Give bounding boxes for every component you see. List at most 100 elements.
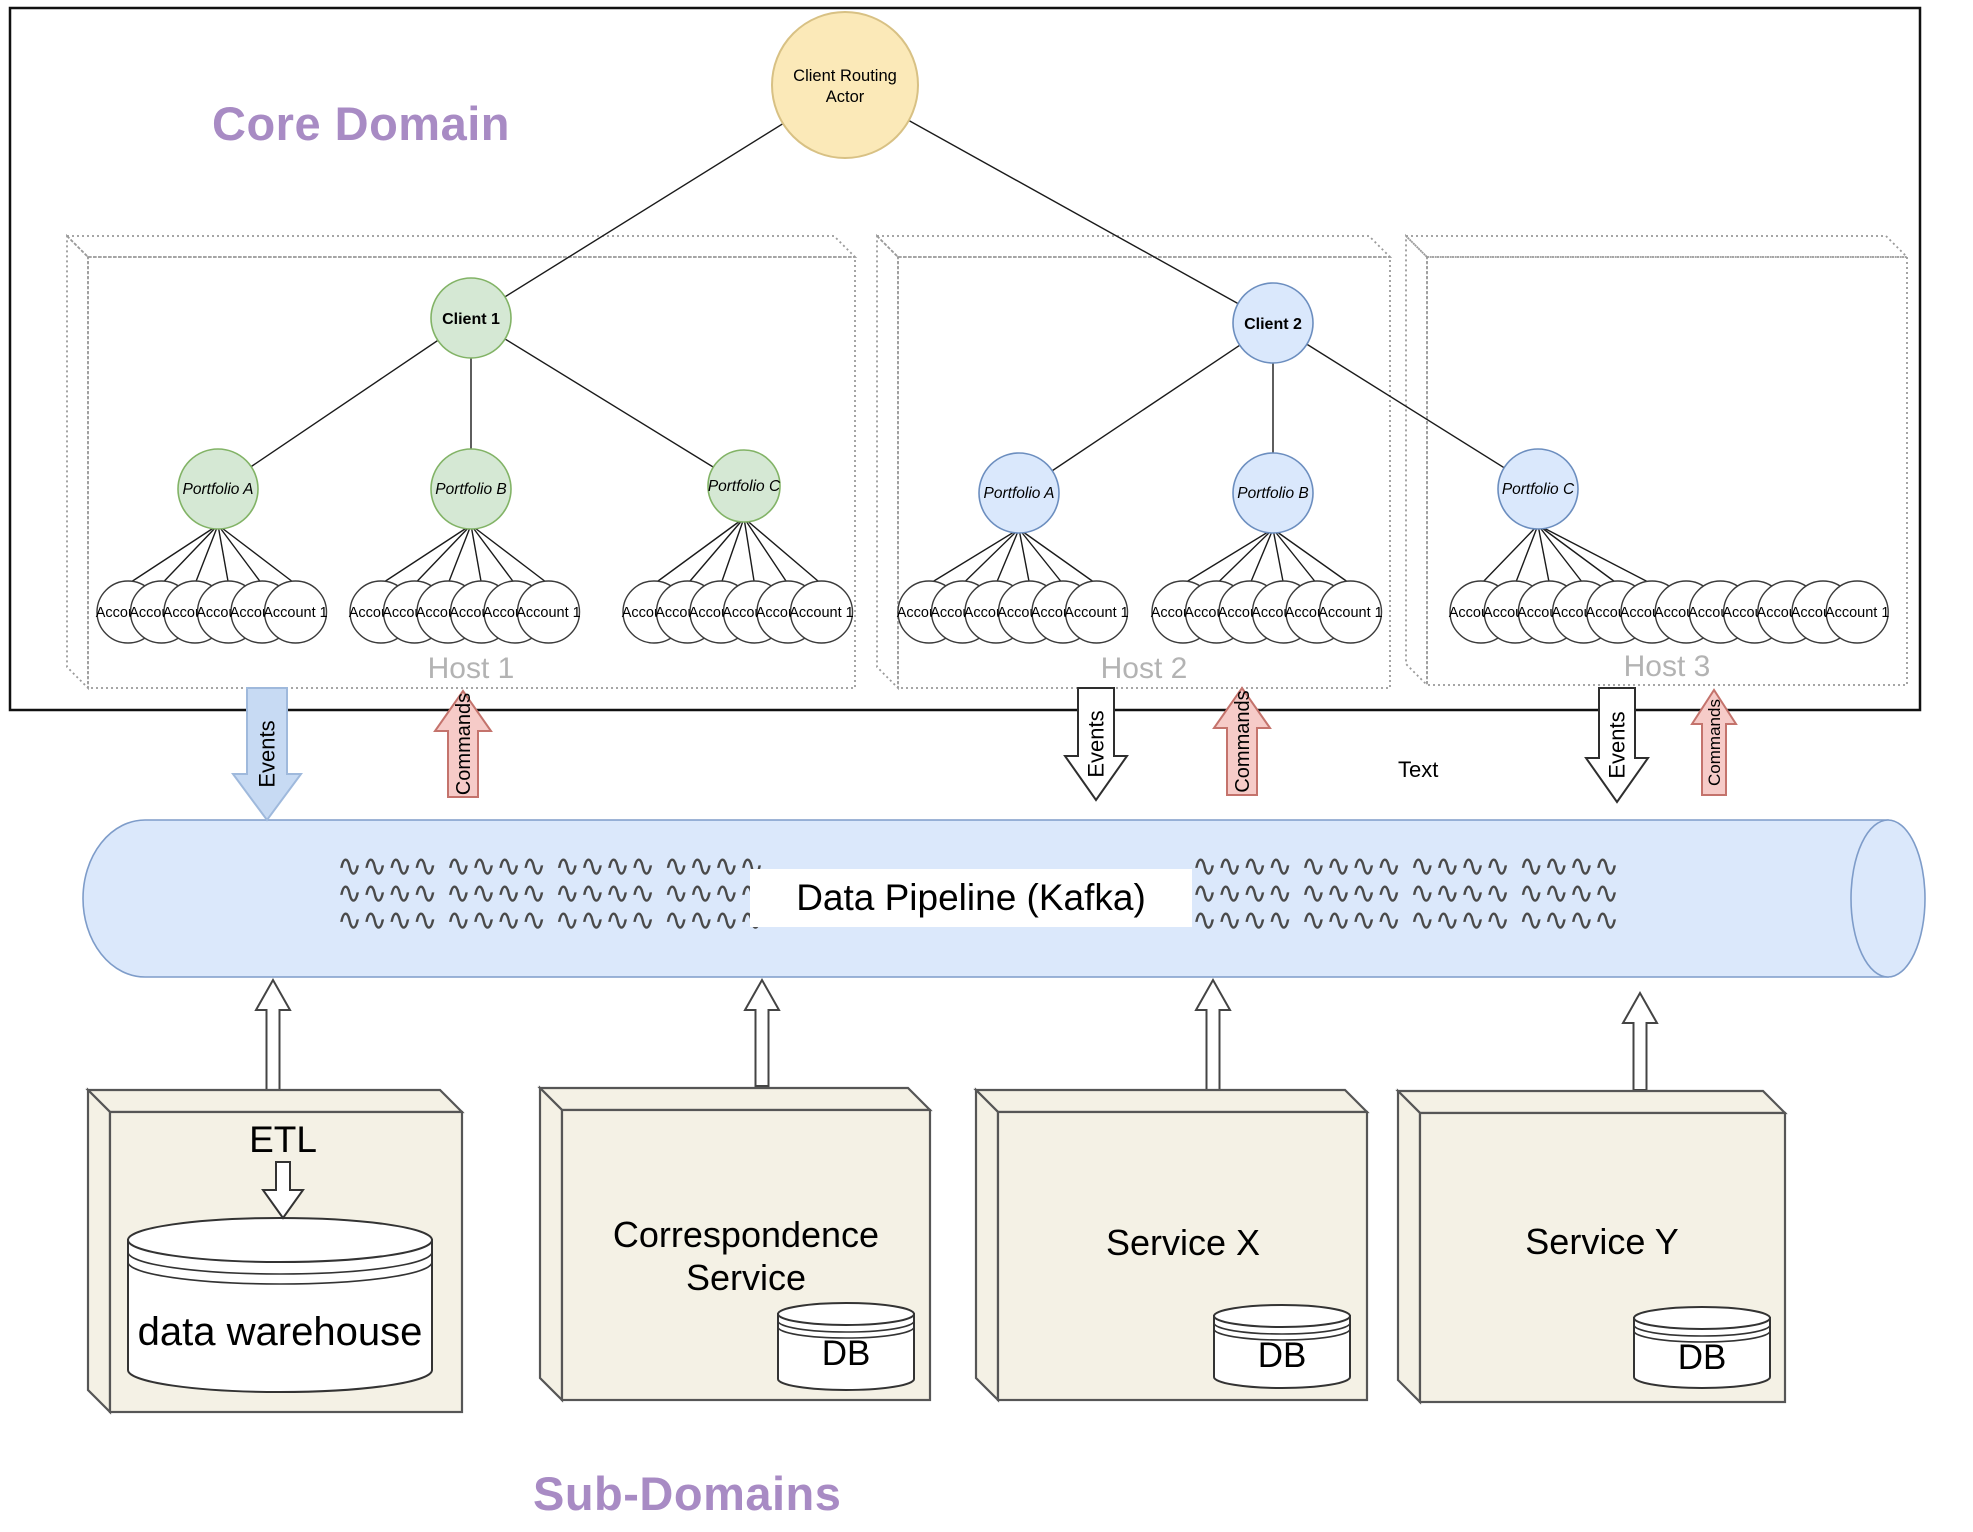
commands-arrow-host3[interactable]: Commands <box>1690 688 1738 796</box>
account-node[interactable] <box>789 580 854 644</box>
host-1-box[interactable]: Host 1 <box>64 233 858 691</box>
host-3-box[interactable]: Host 3 <box>1403 233 1910 688</box>
subdomain-box-service-y-side-face <box>1396 1088 1422 1405</box>
edge <box>470 524 549 585</box>
service-x-db-cylinder-rim <box>1213 1328 1351 1341</box>
edge <box>1537 524 1585 585</box>
edge <box>217 524 230 585</box>
subdomain-box-service-x-top-face <box>973 1088 1370 1114</box>
events-arrow-host3[interactable]: Events <box>1584 687 1650 804</box>
portfolio-node[interactable]: Portfolio B <box>1232 452 1314 534</box>
edge <box>160 524 219 585</box>
client-routing-actor-label: Actor <box>826 88 865 106</box>
commands-arrow-host1[interactable]: Commands <box>433 689 493 798</box>
edge <box>1537 524 1653 585</box>
events-arrow-host1[interactable]: Events <box>231 687 303 822</box>
events-arrow-host1-label: Events <box>255 720 280 787</box>
subdomain-to-pipeline-arrow-1[interactable] <box>254 977 292 1091</box>
edge <box>720 517 745 585</box>
subdomain-to-pipeline-arrow-4[interactable] <box>1621 990 1659 1091</box>
edge <box>995 528 1020 585</box>
account-label: Account 1 <box>516 605 581 621</box>
portfolio-node[interactable]: Portfolio A <box>177 448 259 530</box>
host-2-box-side-face <box>876 233 899 691</box>
subdomain-box-correspondence-service-side-face <box>538 1085 564 1403</box>
edge <box>1537 524 1619 585</box>
data-warehouse-cylinder[interactable]: data warehouse <box>127 1217 433 1393</box>
events-arrow-host2[interactable]: Events <box>1063 687 1129 802</box>
client-node[interactable]: Client 2 <box>1232 282 1314 364</box>
kafka-wave-row: ∿∿∿∿ ∿∿∿∿ ∿∿∿∿ ∿∿∿∿ <box>1192 877 1619 910</box>
subdomain-box-correspondence-service-top-face <box>537 1086 933 1112</box>
edge <box>1537 524 1551 585</box>
sub-domains-title: Sub-Domains <box>533 1467 842 1520</box>
commands-arrow-host2-shape <box>1212 686 1272 796</box>
pipeline-end-cap <box>1850 819 1926 978</box>
client-node[interactable]: Client 1 <box>430 277 512 359</box>
portfolio-label: Portfolio A <box>183 481 254 498</box>
portfolio-circle <box>1232 452 1314 534</box>
subdomain-to-pipeline-arrow-3[interactable] <box>1194 977 1232 1091</box>
host-3-label: Host 3 <box>1624 650 1711 683</box>
etl-label: ETL <box>249 1119 317 1160</box>
correspondence-service-label: Correspondence <box>613 1214 879 1255</box>
account-node[interactable] <box>1318 580 1383 644</box>
portfolio-node[interactable]: Portfolio A <box>978 452 1060 534</box>
service-x-db-cylinder[interactable]: DB <box>1213 1304 1351 1389</box>
edge <box>743 517 789 585</box>
account-node[interactable] <box>1064 580 1129 644</box>
commands-arrow-host1-label: Commands <box>453 693 475 795</box>
edge <box>470 317 745 487</box>
portfolio-circle <box>1497 448 1579 530</box>
subdomain-box-data-warehouse-side-face <box>86 1087 112 1415</box>
subdomain-to-pipeline-arrow-2-shape <box>743 977 781 1087</box>
service-y-label: Service Y <box>1525 1221 1678 1262</box>
account-label: Account 1 <box>1318 605 1383 621</box>
service-x-label: Service X <box>1106 1222 1260 1263</box>
edge <box>743 517 756 585</box>
service-y-db-cylinder-top <box>1633 1306 1771 1330</box>
edge <box>1018 528 1064 585</box>
edge <box>844 84 1274 324</box>
kafka-wave-row: ∿∿∿∿ ∿∿∿∿ ∿∿∿∿ ∿∿∿∿ <box>1192 904 1619 937</box>
edge <box>1018 322 1274 494</box>
host-3-box-side-face <box>1405 233 1428 688</box>
correspondence-service-db-label: DB <box>822 1334 871 1373</box>
portfolio-node[interactable]: Portfolio C <box>707 449 781 523</box>
edge <box>470 524 483 585</box>
portfolio-circle <box>707 449 781 523</box>
pipeline-label: Data Pipeline (Kafka) <box>750 869 1192 927</box>
edge <box>1272 528 1318 585</box>
commands-arrow-host2[interactable]: Commands <box>1212 686 1272 796</box>
core-domain-box[interactable] <box>8 6 1922 712</box>
service-y-db-cylinder[interactable]: DB <box>1633 1306 1771 1389</box>
account-node[interactable] <box>263 580 328 644</box>
portfolio-label: Portfolio C <box>1502 481 1575 498</box>
subdomain-service-x-group: Service X DB <box>1106 1222 1351 1389</box>
edge <box>447 524 472 585</box>
portfolio-node[interactable]: Portfolio C <box>1497 448 1579 530</box>
subdomain-to-pipeline-arrow-2[interactable] <box>743 977 781 1087</box>
commands-arrow-host1-shape <box>433 689 493 798</box>
account-label: Account 1 <box>1825 605 1890 621</box>
account-node[interactable] <box>516 580 581 644</box>
kafka-wave-row: ∿∿∿∿ ∿∿∿∿ ∿∿∿∿ ∿∿∿∿ <box>337 904 764 937</box>
data-warehouse-cylinder-body <box>127 1239 433 1393</box>
correspondence-service-label: Service <box>686 1257 806 1298</box>
edge <box>470 524 516 585</box>
core-domain-title: Core Domain <box>212 97 510 150</box>
host-2-box[interactable]: Host 2 <box>874 233 1393 691</box>
edge <box>962 528 1020 585</box>
portfolio-circle <box>978 452 1060 534</box>
portfolio-node[interactable]: Portfolio B <box>430 448 512 530</box>
correspondence-service-db-cylinder[interactable]: DB <box>777 1302 915 1391</box>
host-2-label: Host 2 <box>1101 652 1188 685</box>
account-label: Account 1 <box>789 605 854 621</box>
client-circle <box>430 277 512 359</box>
etl-arrow[interactable] <box>261 1161 305 1220</box>
account-node[interactable] <box>1825 580 1889 644</box>
host-2-box-top-face <box>874 235 1393 258</box>
